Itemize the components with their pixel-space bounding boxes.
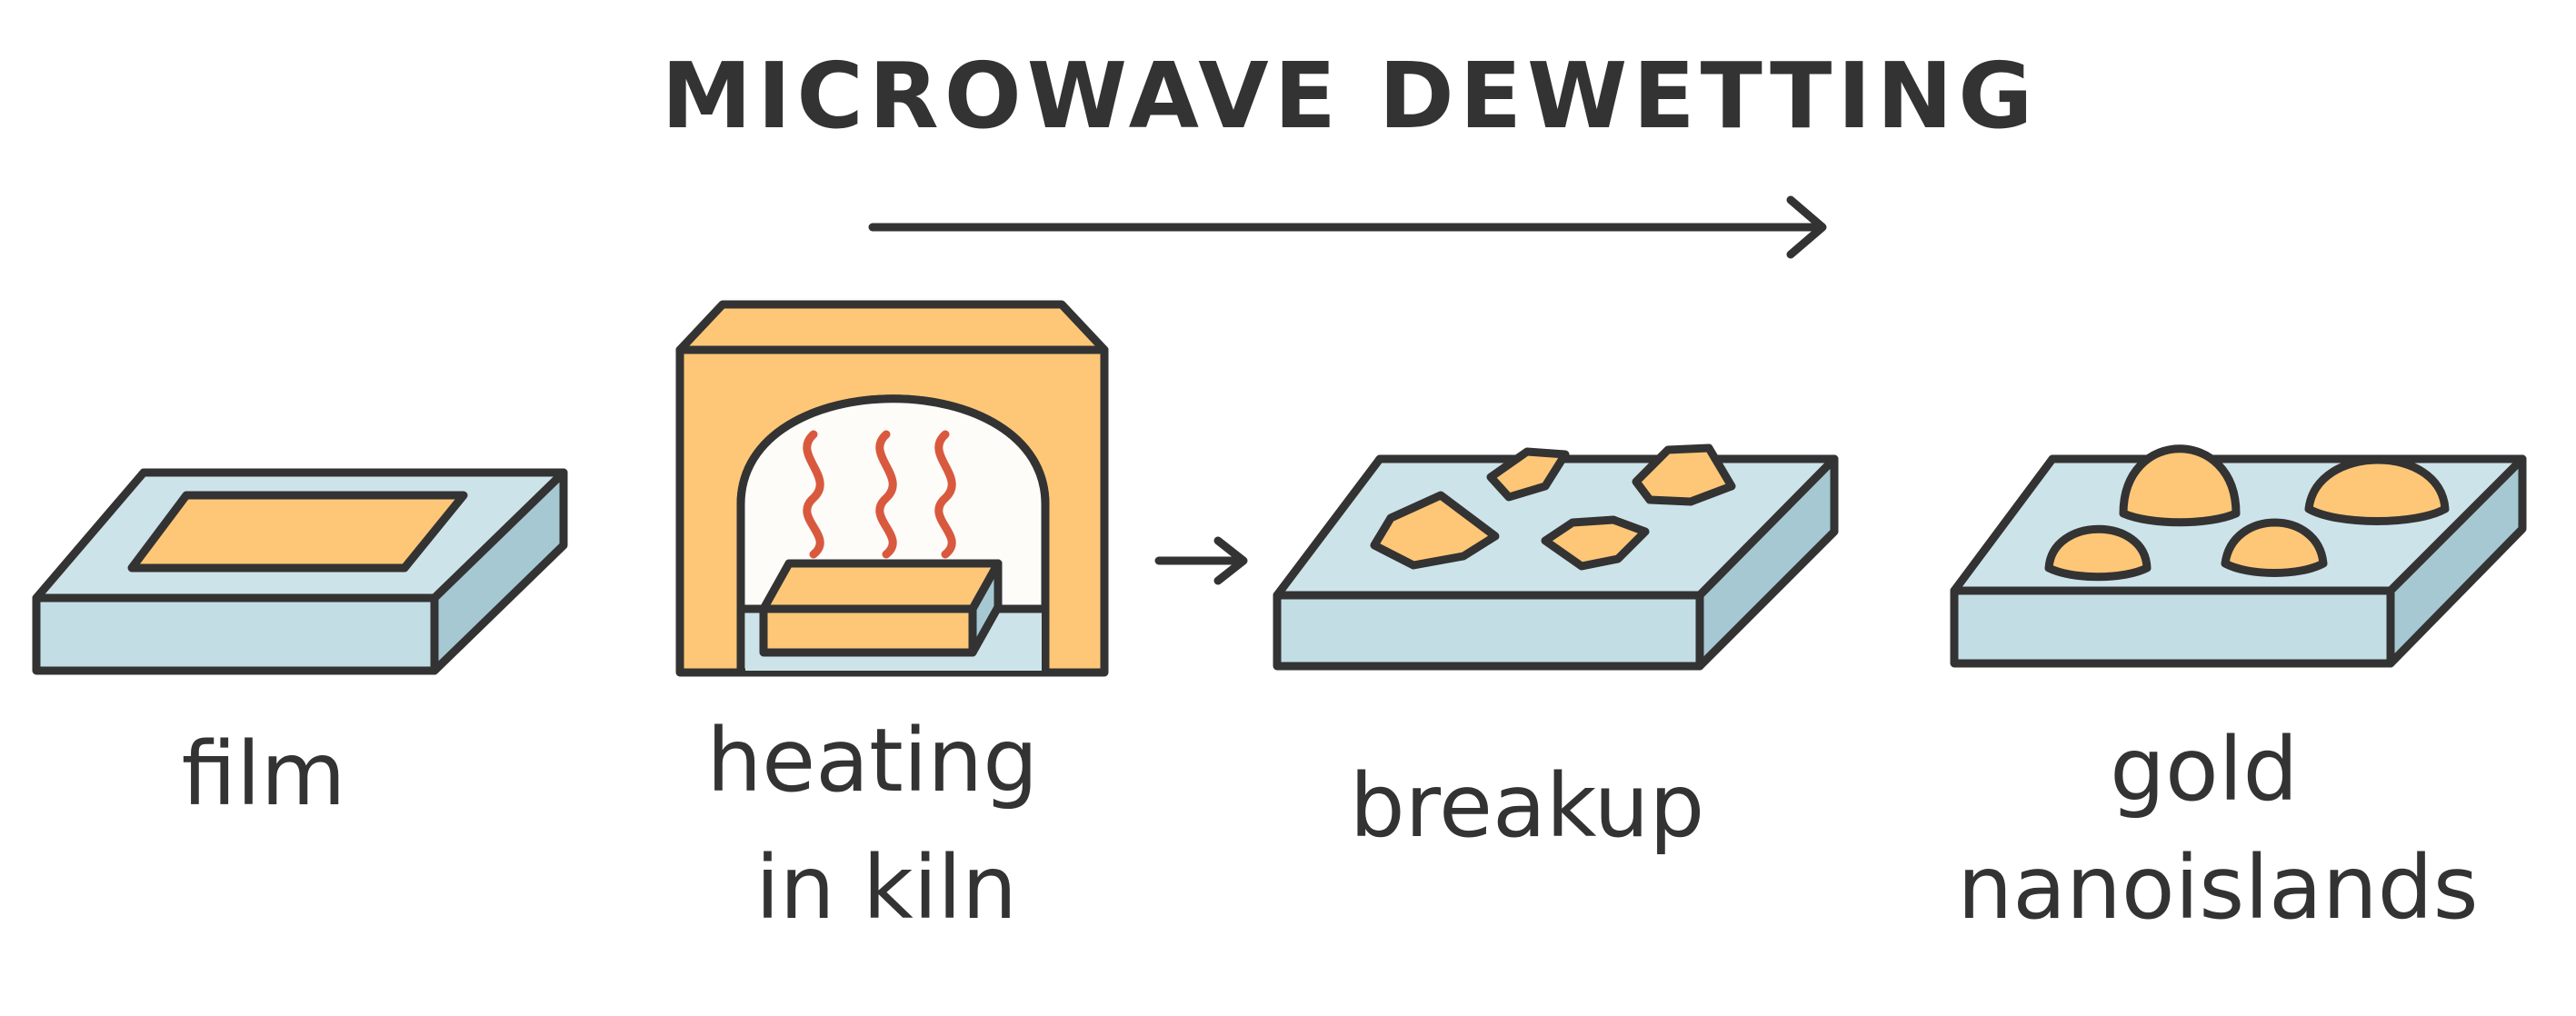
step-label-heating: heating in kiln: [706, 710, 1065, 939]
step-gold-nanoislands: gold nanoislands: [1950, 444, 2527, 939]
step-label-film: film: [182, 723, 346, 825]
kiln: [675, 300, 1109, 677]
small-arrow-icon: [1154, 536, 1248, 585]
gold-fragments: [1370, 443, 1736, 571]
kiln-roof: [675, 300, 1109, 354]
gold-nanoislands: [2044, 444, 2450, 582]
sample-in-kiln: [759, 559, 1003, 657]
diagram-title: MICROWAVE DEWETTING: [662, 43, 2039, 149]
step-heating-in-kiln: heating in kiln: [675, 300, 1109, 939]
process-arrow-icon: [868, 195, 1827, 259]
step-film: film: [32, 468, 568, 825]
breakup-substrate: [1273, 454, 1839, 671]
step-label-breakup: breakup: [1350, 755, 1705, 857]
heat-waves-icon: [803, 430, 956, 559]
step-breakup: breakup: [1273, 443, 1839, 857]
gold-film: [127, 491, 468, 573]
step-label-nanoislands: gold nanoislands: [1957, 719, 2478, 939]
